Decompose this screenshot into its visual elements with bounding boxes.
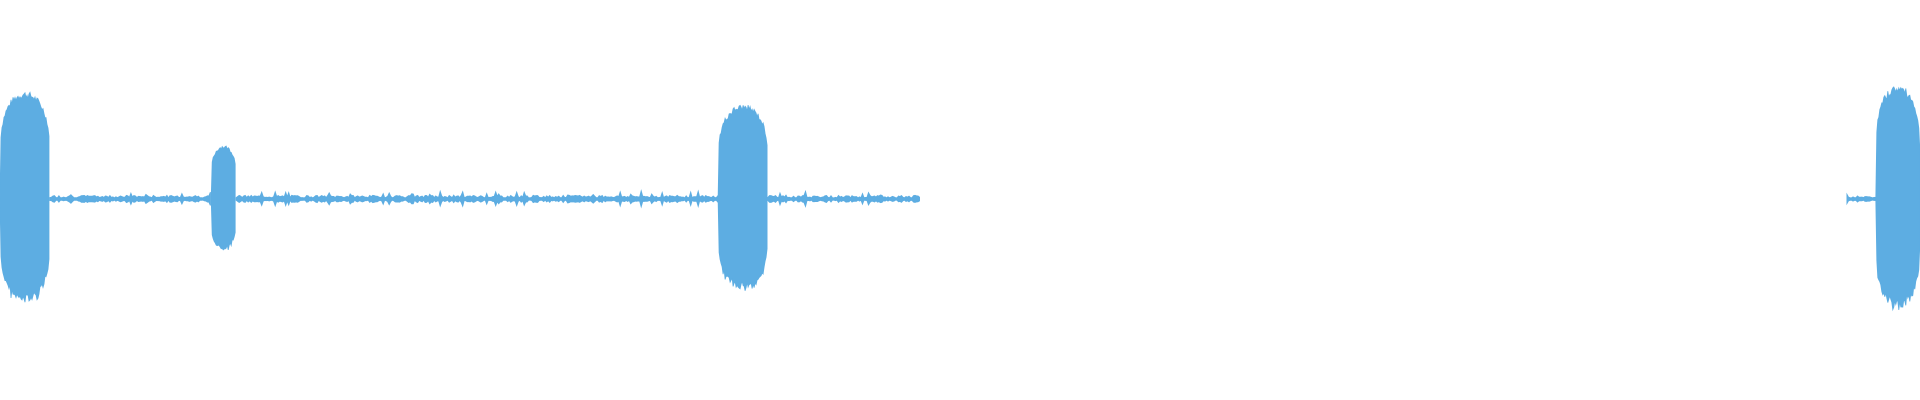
waveform-track [0,86,1920,312]
waveform-noise-1 [49,192,211,206]
waveform-noise-3 [767,189,920,208]
waveform-burst-1 [0,91,50,303]
waveform-noise-2 [235,189,719,209]
waveform-blip-1 [210,145,236,251]
waveform-burst-2 [717,104,768,291]
waveform-burst-3 [1875,86,1920,312]
